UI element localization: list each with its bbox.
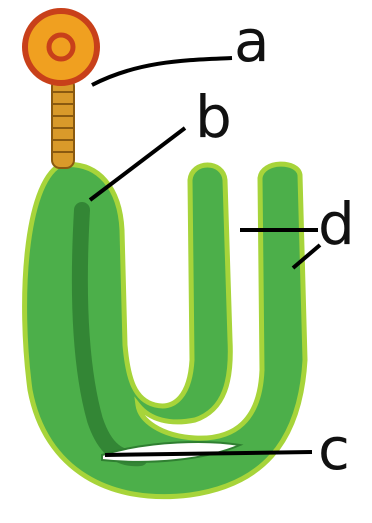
- label-c: c: [318, 420, 350, 478]
- leader-a: [92, 58, 232, 85]
- label-a: a: [234, 12, 270, 70]
- leader-b: [90, 128, 185, 200]
- label-b: b: [195, 88, 232, 146]
- label-d: d: [318, 195, 355, 253]
- head-outer: [25, 11, 97, 83]
